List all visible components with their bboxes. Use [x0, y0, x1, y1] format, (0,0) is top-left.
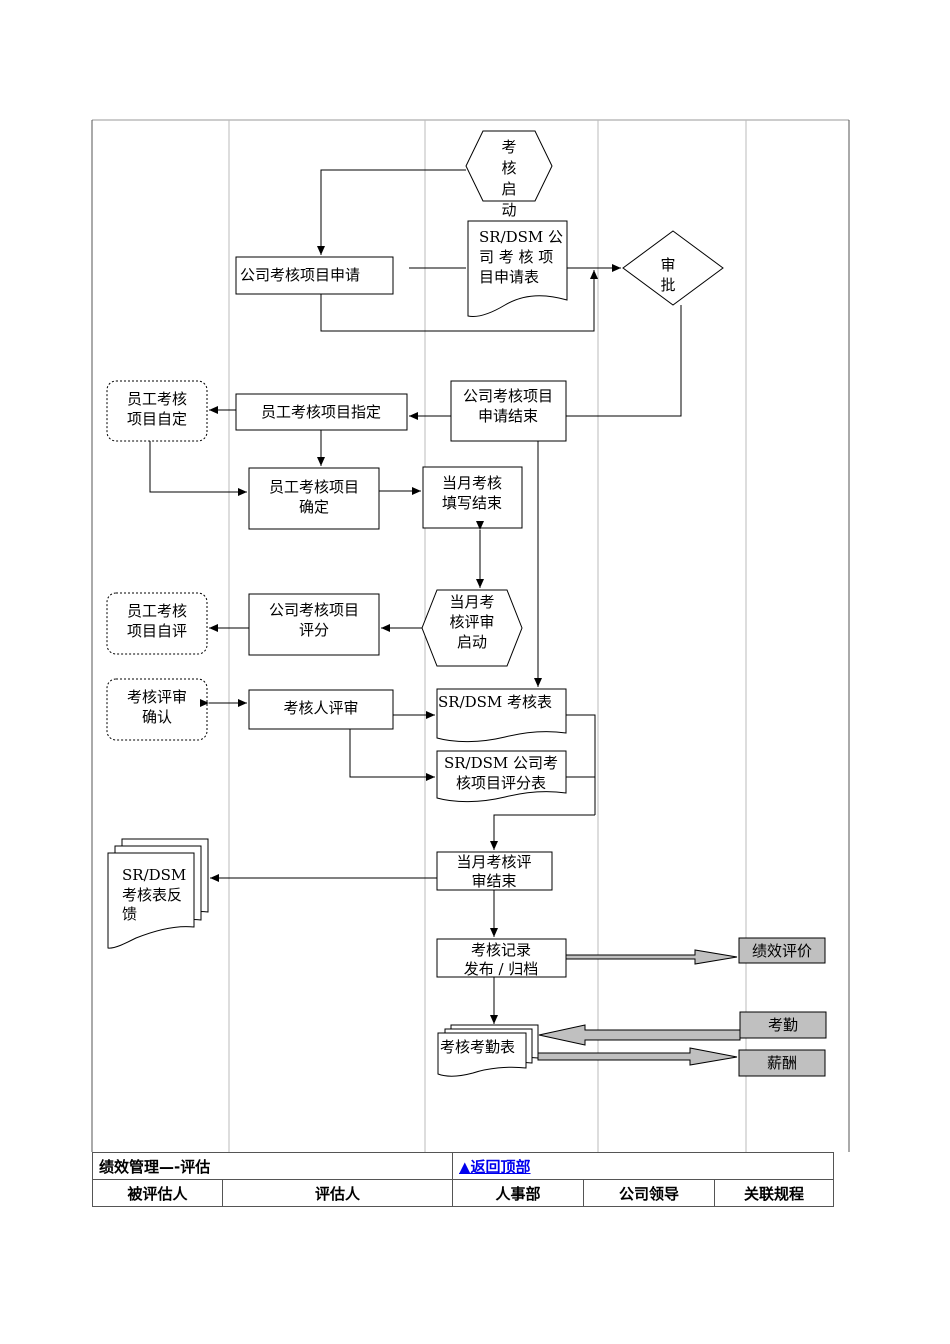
svg-text:司 考 核 项: 司 考 核 项: [479, 248, 553, 266]
footer-title-row: 绩效管理—-评估 ▲返回顶部: [92, 1152, 834, 1180]
svg-text:考核评审: 考核评审: [127, 688, 187, 706]
svg-text:考核表反: 考核表反: [122, 886, 182, 904]
svg-text:申请结束: 申请结束: [478, 407, 538, 425]
back-to-top-cell: ▲返回顶部: [452, 1152, 834, 1180]
svg-text:员工考核: 员工考核: [127, 602, 187, 620]
salary-box: 薪酬: [738, 1049, 826, 1077]
svg-text:项目自评: 项目自评: [127, 622, 187, 640]
svg-text:馈: 馈: [122, 905, 137, 923]
svg-text:核评审: 核评审: [449, 613, 494, 631]
svg-text:公司考核项目: 公司考核项目: [269, 601, 359, 619]
apply-end-box: 公司考核项目 申请结束: [450, 380, 567, 442]
svg-text:SR/DSM 考核表: SR/DSM 考核表: [438, 693, 552, 711]
block-arrows: [537, 949, 741, 1066]
emp-assign-box: 员工考核项目指定: [235, 393, 408, 431]
attendance-table-doc-stack: 考核考勤表: [437, 1024, 539, 1077]
svg-text:动: 动: [501, 201, 516, 219]
svg-text:核项目评分表: 核项目评分表: [456, 774, 546, 792]
svg-text:考勤: 考勤: [768, 1016, 798, 1034]
svg-text:当月考核: 当月考核: [442, 474, 502, 492]
record-publish-box: 考核记录 发布 / 归档: [436, 938, 567, 978]
svg-text:当月考: 当月考: [449, 593, 494, 611]
svg-text:发布 / 归档: 发布 / 归档: [464, 960, 539, 978]
svg-text:当月考核评: 当月考核评: [456, 853, 531, 871]
svg-text:确认: 确认: [142, 708, 172, 726]
svg-text:批: 批: [660, 276, 675, 294]
footer-title: 绩效管理—-评估: [92, 1152, 453, 1180]
apply-form-doc: SR/DSM 公 司 考 核 项 目申请表: [467, 220, 568, 317]
col-hr: 人事部: [452, 1179, 584, 1207]
approve-decision: 审 批: [622, 230, 724, 306]
col-leadership: 公司领导: [583, 1179, 715, 1207]
svg-text:审结束: 审结束: [471, 872, 516, 890]
svg-text:公司考核项目申请: 公司考核项目申请: [240, 266, 360, 284]
svg-text:员工考核项目指定: 员工考核项目指定: [261, 403, 381, 421]
emp-self-define-box: 员工考核 项目自定: [106, 380, 208, 442]
svg-text:评分: 评分: [299, 621, 329, 639]
back-to-top-link[interactable]: ▲返回顶部: [459, 1157, 531, 1176]
review-confirm-box: 考核评审 确认: [106, 678, 208, 741]
svg-text:确定: 确定: [299, 498, 329, 516]
svg-text:绩效评价: 绩效评价: [752, 942, 812, 960]
svg-text:SR/DSM 公司考: SR/DSM 公司考: [444, 754, 558, 772]
sr-table-doc: SR/DSM 考核表: [436, 688, 567, 743]
emp-confirm-box: 员工考核项目 确定: [248, 467, 380, 530]
company-apply-box: 公司考核项目申请: [235, 256, 394, 295]
connectors: [149, 169, 682, 1024]
footer-table: 绩效管理—-评估 ▲返回顶部 被评估人 评估人 人事部 公司领导 关联规程: [92, 1152, 834, 1207]
month-fill-end-box: 当月考核 填写结束: [422, 466, 523, 529]
start-node: 考 核 启 动: [465, 130, 553, 219]
svg-text:目申请表: 目申请表: [479, 268, 539, 286]
svg-text:薪酬: 薪酬: [767, 1054, 797, 1072]
svg-text:公司考核项目: 公司考核项目: [463, 387, 553, 405]
svg-text:考核考勤表: 考核考勤表: [440, 1038, 515, 1056]
svg-text:员工考核项目: 员工考核项目: [269, 478, 359, 496]
svg-text:核: 核: [501, 159, 516, 177]
col-related-procedure: 关联规程: [714, 1179, 834, 1207]
svg-text:考核记录: 考核记录: [471, 941, 531, 959]
emp-self-eval-box: 员工考核 项目自评: [106, 592, 208, 655]
company-score-box: 公司考核项目 评分: [248, 593, 380, 656]
review-end-box: 当月考核评 审结束: [436, 851, 553, 891]
flowchart: 考 核 启 动 公司考核项目申请 SR/DSM 公 司 考 核 项 目申请表 审…: [91, 119, 850, 1152]
svg-text:填写结束: 填写结束: [442, 494, 502, 512]
svg-text:SR/DSM: SR/DSM: [122, 866, 186, 884]
footer-header-row: 被评估人 评估人 人事部 公司领导 关联规程: [92, 1179, 834, 1207]
svg-text:启动: 启动: [457, 633, 487, 651]
svg-text:考: 考: [501, 138, 516, 156]
svg-text:员工考核: 员工考核: [127, 390, 187, 408]
svg-text:SR/DSM 公: SR/DSM 公: [479, 228, 563, 246]
perf-eval-box: 绩效评价: [738, 937, 826, 964]
svg-text:考核人评审: 考核人评审: [283, 699, 358, 717]
feedback-doc-stack: SR/DSM 考核表反 馈: [107, 838, 209, 949]
svg-text:启: 启: [501, 180, 516, 198]
attendance-box: 考勤: [739, 1011, 827, 1039]
svg-text:审: 审: [660, 256, 675, 274]
svg-text:项目自定: 项目自定: [127, 410, 187, 428]
assessor-review-box: 考核人评审: [248, 689, 394, 730]
month-review-start-node: 当月考 核评审 启动: [421, 589, 523, 667]
col-assessee: 被评估人: [92, 1179, 223, 1207]
col-assessor: 评估人: [222, 1179, 453, 1207]
score-table-doc: SR/DSM 公司考 核项目评分表: [436, 750, 567, 803]
